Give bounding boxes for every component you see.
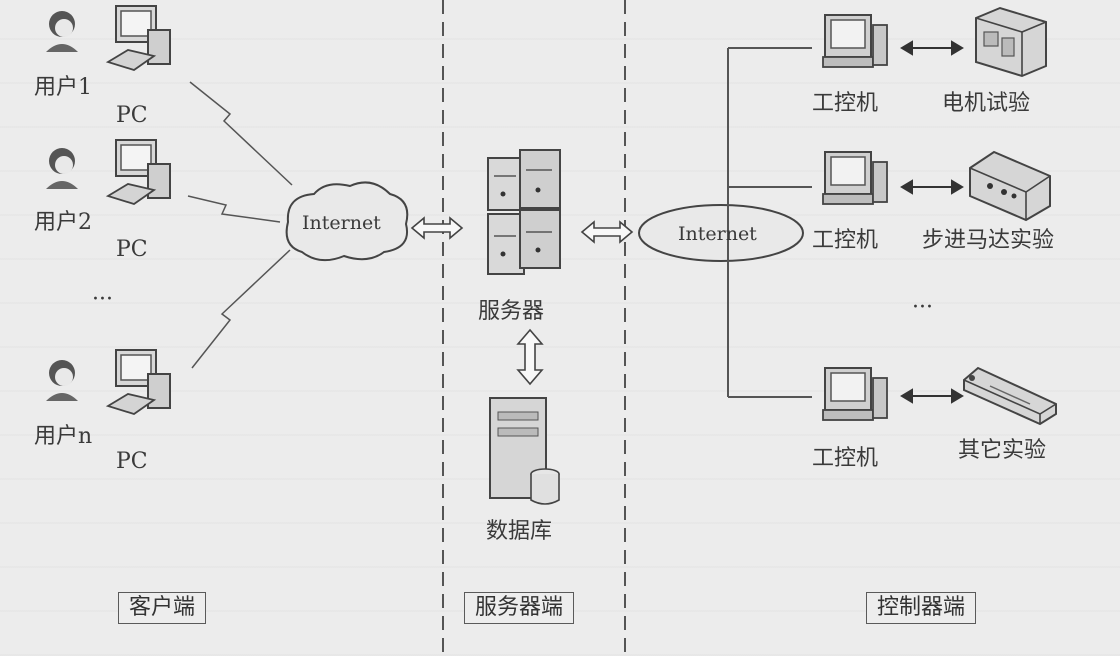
user-1-label: 用户1 [34, 75, 92, 100]
client-internet-cloud [285, 181, 409, 262]
user-1-icon [46, 11, 78, 52]
link-ipc2-experiment [900, 179, 964, 195]
control-internet-ellipse [638, 204, 804, 262]
link-ipc3-experiment [900, 388, 964, 404]
server-icon [487, 149, 561, 275]
control-section-label: 控制器端 [866, 592, 977, 624]
database-label: 数据库 [486, 519, 553, 544]
server-label: 服务器 [478, 299, 545, 324]
link-user1-internet [189, 81, 293, 186]
pc-2-icon [107, 139, 171, 205]
control-internet-label: Internet [678, 223, 757, 245]
client-server-arrow [411, 217, 463, 239]
database-icon [489, 397, 560, 505]
user-2-icon [46, 148, 78, 189]
control-ellipsis: ··· [912, 295, 933, 320]
control-bus [727, 47, 812, 398]
link-ipc1-experiment [900, 40, 964, 56]
ipc-2-label: 工控机 [812, 228, 879, 253]
server-section-label: 服务器端 [464, 592, 575, 624]
ipc-3-icon [822, 367, 888, 421]
other-experiment-device-icon [963, 366, 1057, 426]
client-ellipsis: ··· [92, 287, 113, 312]
link-usern-internet [191, 249, 291, 369]
client-section-label: 客户端 [118, 592, 207, 624]
client-internet-label: Internet [302, 212, 381, 234]
server-control-arrow [581, 221, 633, 243]
link-user2-internet [187, 195, 281, 223]
experiment-1-label: 电机试验 [942, 91, 1031, 116]
user-2-label: 用户2 [34, 210, 92, 235]
pc-n-icon [107, 349, 171, 415]
ipc-1-icon [822, 14, 888, 68]
experiment-3-label: 其它实验 [958, 438, 1047, 463]
server-database-arrow [516, 328, 544, 386]
user-n-label: 用户n [34, 424, 93, 449]
user-n-icon [46, 360, 78, 401]
stepper-experiment-device-icon [969, 150, 1051, 222]
ipc-1-label: 工控机 [812, 91, 879, 116]
experiment-2-label: 步进马达实验 [922, 228, 1055, 253]
ipc-3-label: 工控机 [812, 446, 879, 471]
pc-1-label: PC [116, 103, 148, 128]
pc-n-label: PC [116, 449, 148, 474]
motor-experiment-device-icon [975, 6, 1047, 78]
pc-1-icon [107, 5, 171, 71]
pc-2-label: PC [116, 237, 148, 262]
ipc-2-icon [822, 151, 888, 205]
